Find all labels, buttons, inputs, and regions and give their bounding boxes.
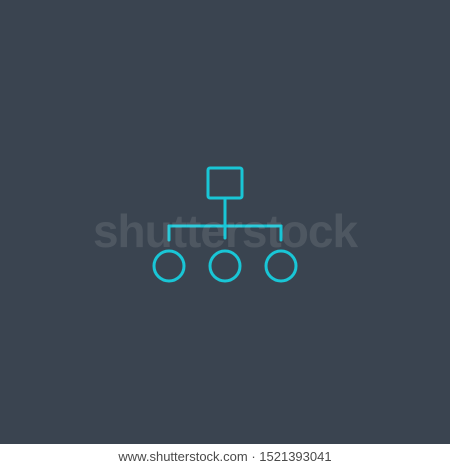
top-node-square bbox=[206, 166, 244, 200]
footer-text: www.shutterstock.com · 1521393041 bbox=[118, 449, 332, 464]
footer-bar: www.shutterstock.com · 1521393041 bbox=[0, 444, 450, 470]
middle-node-circle bbox=[208, 249, 242, 283]
right-node-circle bbox=[264, 249, 298, 283]
left-node-circle bbox=[152, 249, 186, 283]
